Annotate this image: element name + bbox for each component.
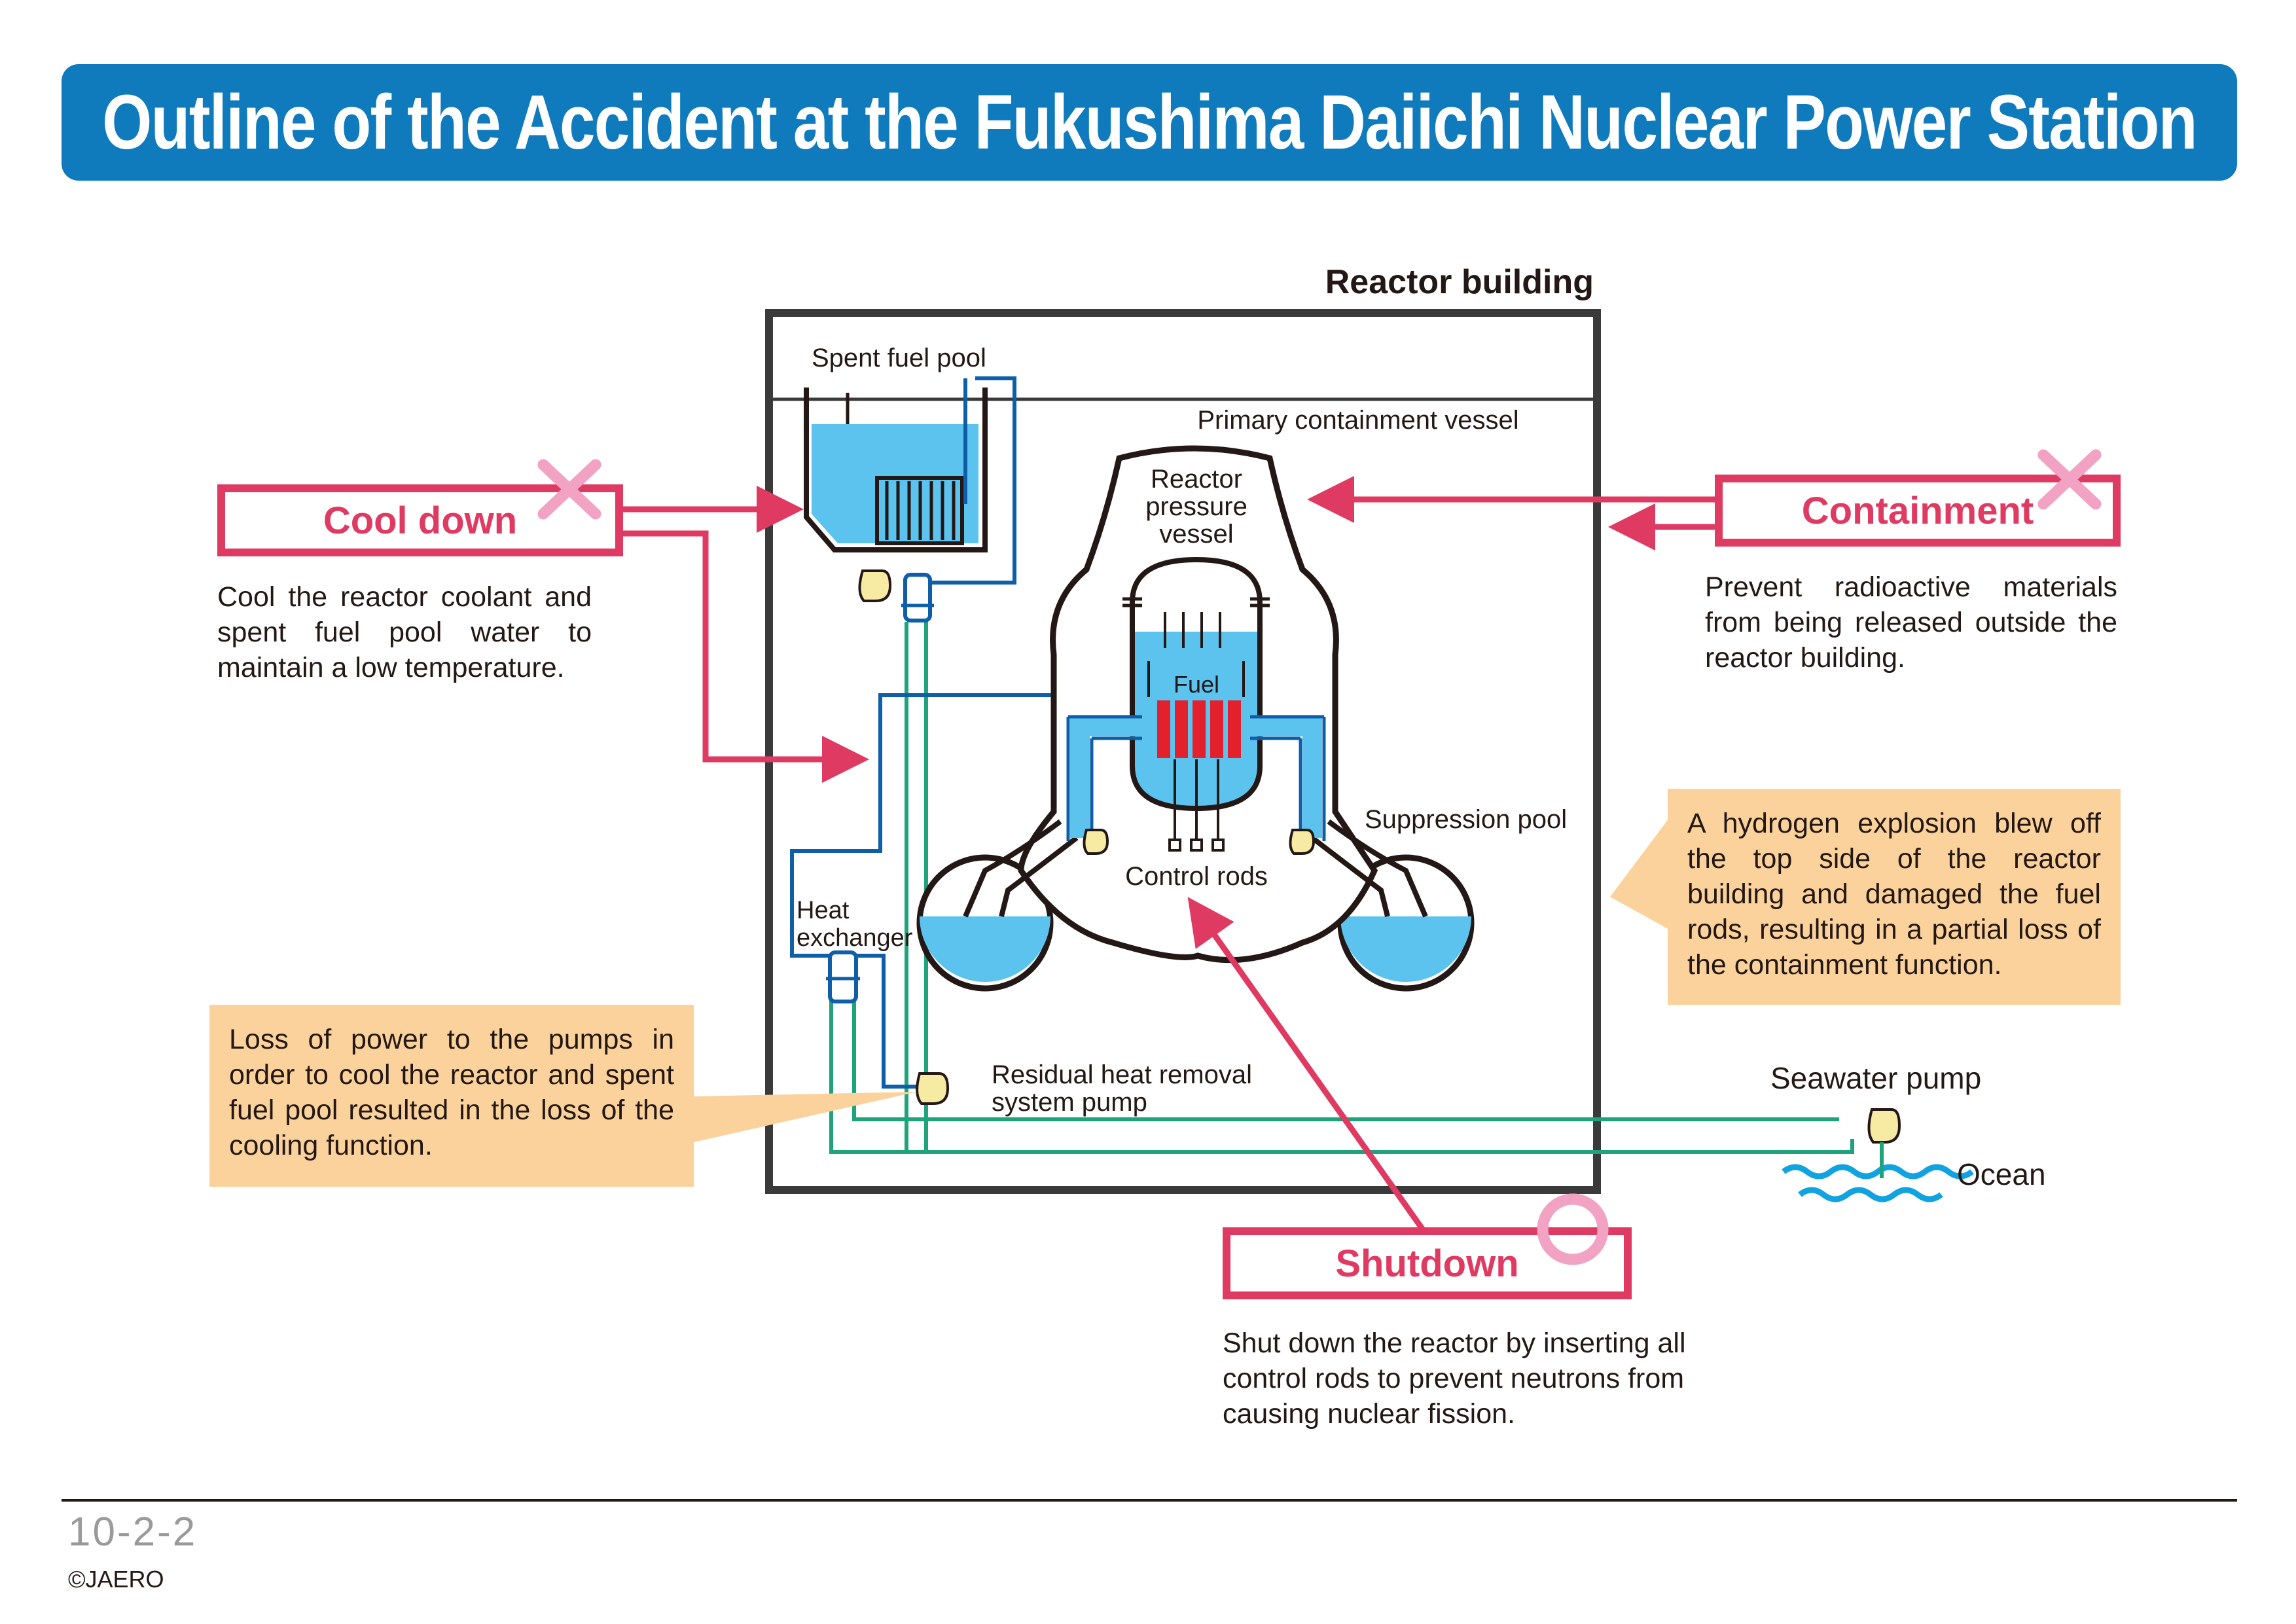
recirculation-outline	[1066, 715, 1326, 841]
recirc-pump-left-icon	[1083, 829, 1109, 855]
seawater-pump-label: Seawater pump	[1770, 1061, 1981, 1095]
containment-label-box: Containment	[1715, 475, 2121, 547]
reactor-piping	[790, 693, 1142, 1089]
heat-exchanger-label-2: exchanger	[797, 924, 913, 952]
reactor-building	[765, 309, 1601, 1194]
reactor-building-label: Reactor building	[1325, 263, 1594, 301]
cool-down-arrow-reactor	[622, 530, 869, 783]
cool-down-label: Cool down	[323, 499, 518, 542]
recirc-pump-right-icon	[1289, 829, 1316, 855]
rhr-pump-icon	[916, 1072, 950, 1105]
suppression-pool-label: Suppression pool	[1365, 805, 1567, 834]
shutdown-success-circle-overlay-icon	[1537, 1193, 1609, 1265]
footer-divider	[62, 1499, 2237, 1502]
containment-description: Prevent radioactive materials from being…	[1705, 571, 2117, 674]
shutdown-label: Shutdown	[1335, 1242, 1519, 1285]
rpv-label-1: Reactor	[1151, 465, 1242, 494]
pcv-label: Primary containment vessel	[1197, 406, 1518, 435]
page-number: 10-2-2	[68, 1509, 198, 1555]
cooling-loss-callout-tail	[694, 1092, 916, 1142]
fuel-assembly	[1147, 612, 1245, 758]
containment-label: Containment	[1801, 489, 2034, 532]
cooling-loss-callout: Loss of power to the pumps in order to c…	[209, 1005, 694, 1187]
fuel-label: Fuel	[1174, 671, 1219, 698]
shutdown-arrow	[1187, 897, 1426, 1233]
pool-piping	[916, 376, 1016, 585]
rpv-label-3: vessel	[1159, 520, 1233, 549]
pool-pump-icon	[858, 569, 892, 602]
seawater-piping	[829, 622, 1854, 1154]
hydrogen-callout-tail	[1610, 818, 1669, 929]
shutdown-description: Shut down the reactor by inserting all c…	[1223, 1327, 1686, 1430]
containment-fail-x-overlay-icon	[2037, 449, 2102, 510]
recirculation-loops	[1070, 717, 1322, 838]
seawater-pump-icon	[1867, 1108, 1901, 1144]
cool-down-fail-x-overlay-icon	[537, 459, 601, 520]
pool-heat-exchanger	[901, 573, 934, 623]
spent-fuel-rack	[875, 476, 964, 545]
control-rods-label: Control rods	[1125, 862, 1268, 891]
rhr-pump-label-2: system pump	[992, 1088, 1147, 1117]
ocean-waves-icon	[1782, 1142, 1974, 1202]
rpv-label-2: pressure	[1145, 492, 1247, 521]
heat-exchanger-label-1: Heat	[797, 897, 850, 924]
cool-down-description: Cool the reactor coolant and spent fuel …	[217, 581, 592, 683]
spent-fuel-pool-label: Spent fuel pool	[812, 344, 986, 372]
hydrogen-explosion-callout: A hydrogen explosion blew off the top si…	[1668, 789, 2121, 1005]
function-arrows	[622, 476, 1718, 1233]
control-rods	[1168, 759, 1225, 852]
spent-fuel-pool	[804, 388, 988, 552]
ocean-label: Ocean	[1957, 1157, 2046, 1191]
rhr-pump-label-1: Residual heat removal	[992, 1060, 1252, 1089]
heat-exchanger	[826, 950, 860, 1003]
copyright: ©JAERO	[68, 1566, 164, 1593]
page-title: Outline of the Accident at the Fukushima…	[102, 79, 2197, 166]
title-bar: Outline of the Accident at the Fukushima…	[62, 64, 2237, 181]
